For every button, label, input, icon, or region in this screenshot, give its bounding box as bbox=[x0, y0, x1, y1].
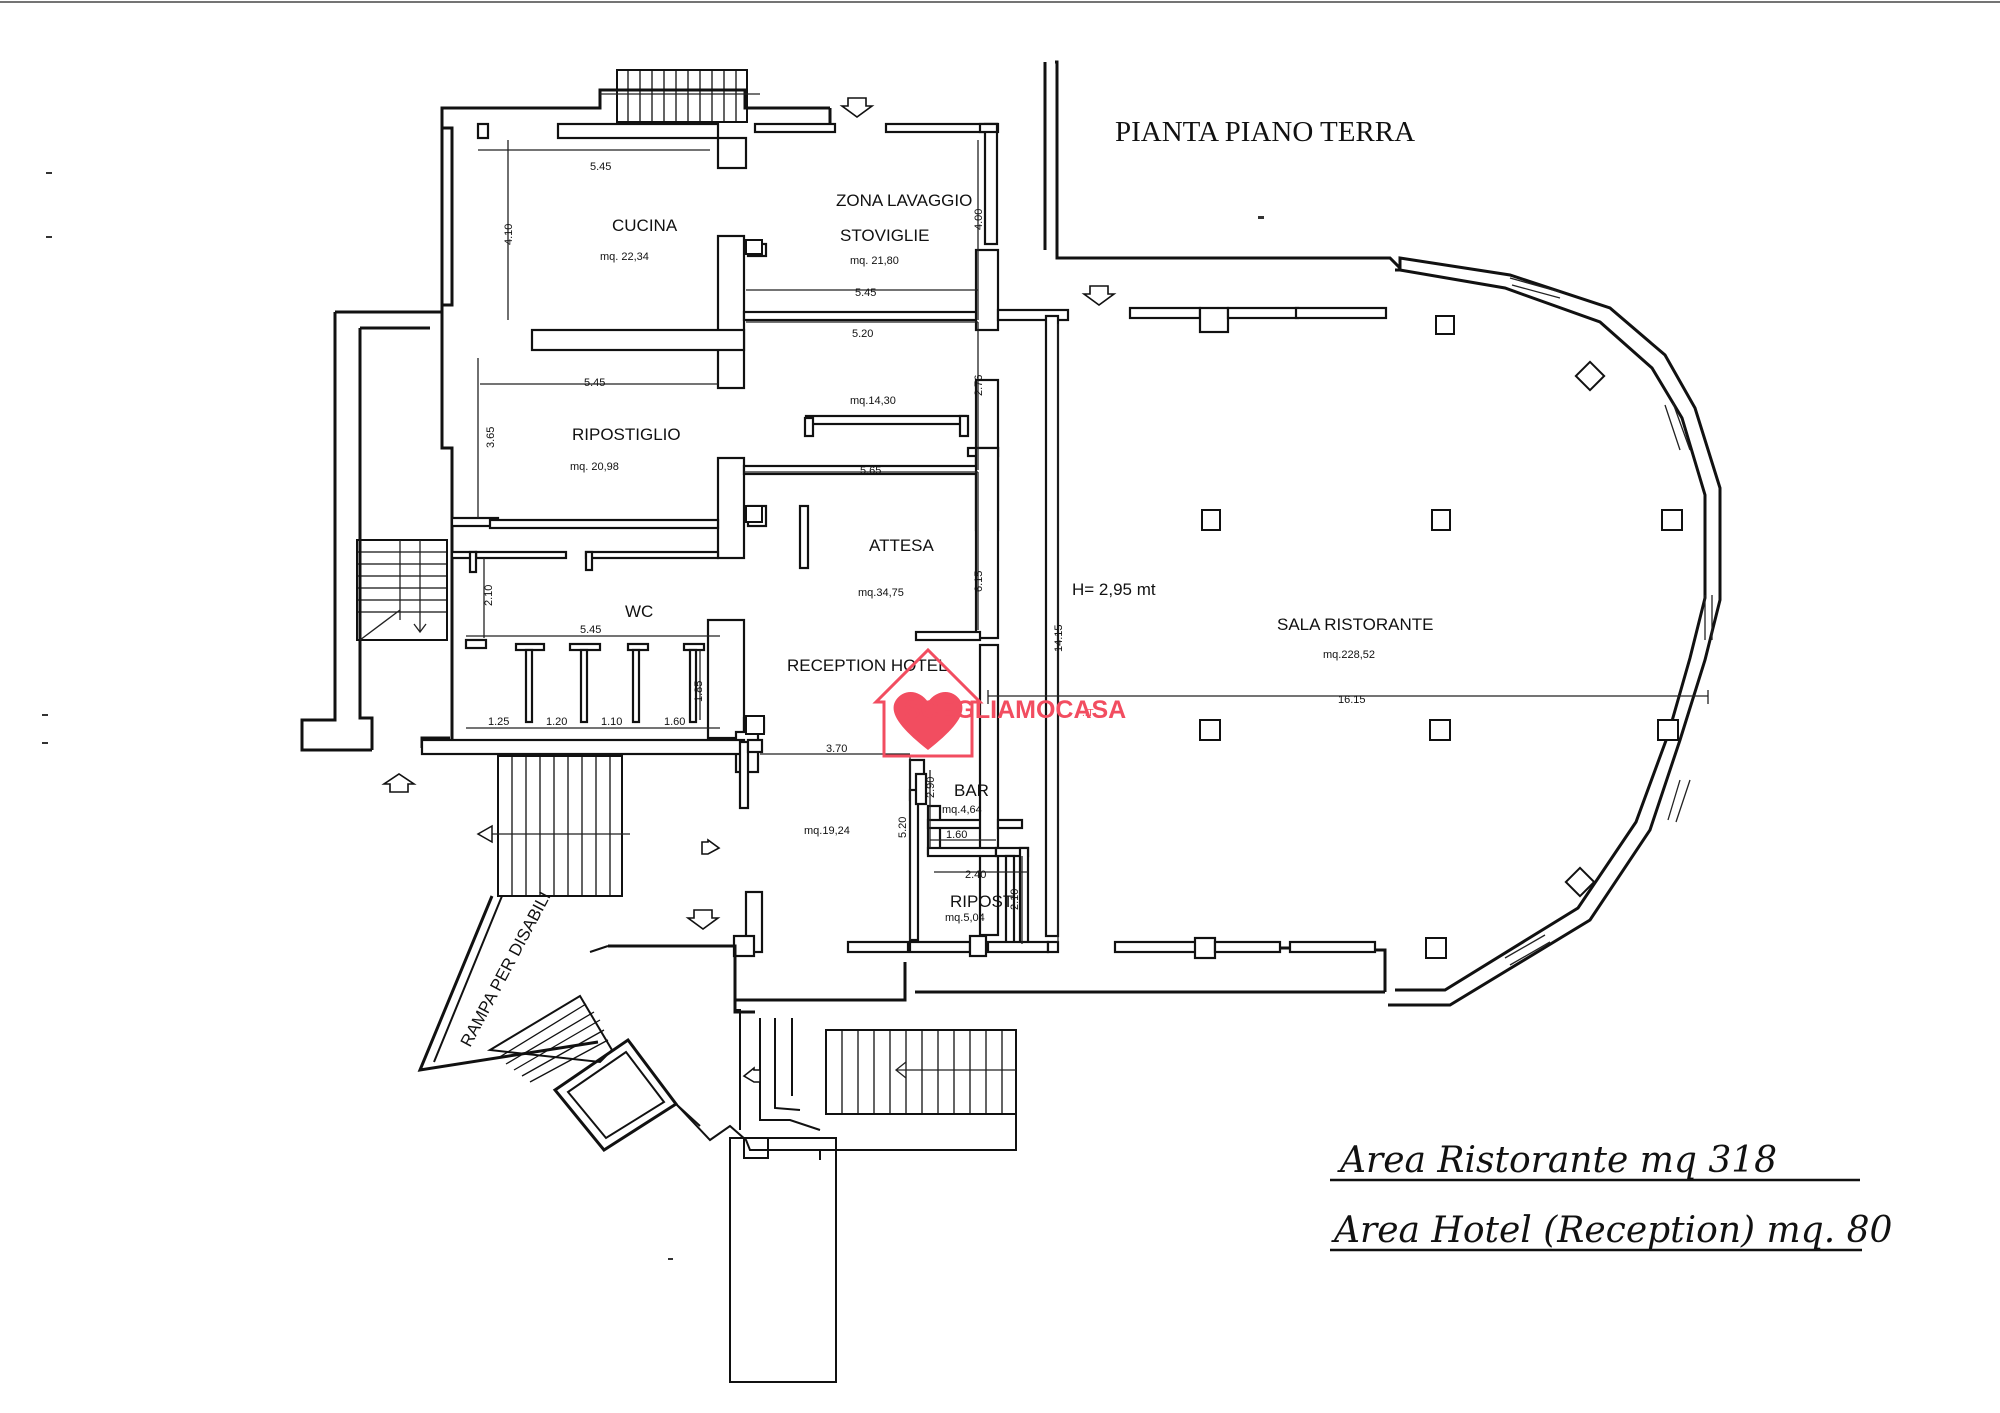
dim-reception-height: 5.20 bbox=[897, 817, 909, 838]
dim-wc-c2: 1.20 bbox=[546, 716, 567, 728]
left-stair bbox=[356, 539, 448, 641]
dim-wc-c4: 1.60 bbox=[664, 716, 685, 728]
disabled-ramp bbox=[417, 895, 1017, 1383]
dim-ripost-width: 2.40 bbox=[965, 869, 986, 881]
room-name-bar: BAR bbox=[954, 781, 989, 800]
room-area-reception: mq.19,24 bbox=[804, 825, 850, 837]
arrow-up-icon bbox=[381, 773, 417, 793]
dim-ripostiglio-height: 3.65 bbox=[485, 427, 497, 448]
room-name-lavaggio-2: STOVIGLIE bbox=[840, 226, 929, 245]
entrance-stair bbox=[476, 755, 630, 897]
handwritten-area-ristorante: Area Ristorante mq 318 bbox=[1337, 1140, 1777, 1181]
dim-lavaggio-height: 4.00 bbox=[973, 209, 985, 230]
dim-sala-width: 16.15 bbox=[1338, 694, 1366, 706]
dim-lavaggio-width: 5.45 bbox=[855, 287, 876, 299]
bottom-stair bbox=[825, 1029, 1017, 1115]
room-area-cucina: mq. 22,34 bbox=[600, 251, 649, 263]
dim-wc-cubicle-height: 1.85 bbox=[693, 681, 705, 702]
dim-wc-width: 5.45 bbox=[580, 624, 601, 636]
room-name-ripost: RIPOST. bbox=[950, 892, 1016, 911]
room-name-cucina: CUCINA bbox=[612, 216, 678, 235]
arrow-right-icon bbox=[701, 838, 721, 855]
dim-bar-height: 2.90 bbox=[925, 777, 937, 798]
top-stair bbox=[600, 69, 760, 123]
structural-columns bbox=[745, 239, 1683, 959]
room-name-wc: WC bbox=[625, 602, 653, 621]
plan-title: PIANTA PIANO TERRA bbox=[1115, 116, 1415, 148]
dim-ripost-height: 2.10 bbox=[1009, 889, 1021, 910]
room-area-corridoio: mq.14,30 bbox=[850, 395, 896, 407]
heart-icon bbox=[893, 691, 963, 750]
room-area-sala: mq.228,52 bbox=[1323, 649, 1375, 661]
room-name-attesa: ATTESA bbox=[869, 536, 935, 555]
room-name-sala: SALA RISTORANTE bbox=[1277, 615, 1434, 634]
watermark: SCEGLIAMOCASA .IT bbox=[872, 647, 1126, 758]
room-area-ripostiglio: mq. 20,98 bbox=[570, 461, 619, 473]
room-area-bar: mq.4,64 bbox=[942, 804, 982, 816]
room-area-ripost: mq.5,04 bbox=[945, 912, 985, 924]
dim-attesa-height: 6.15 bbox=[973, 571, 985, 592]
arrow-down-icon bbox=[685, 909, 721, 930]
scan-specks bbox=[42, 172, 1264, 1260]
dim-wc-c3: 1.10 bbox=[601, 716, 622, 728]
plan-labels: PIANTA PIANO TERRA CUCINA mq. 22,34 ZONA… bbox=[570, 116, 1434, 924]
watermark-text: SCEGLIAMOCASA bbox=[904, 696, 1126, 724]
handwritten-area-hotel: Area Hotel (Reception) mq. 80 bbox=[1331, 1210, 1892, 1251]
dim-corridoio-height: 2.76 bbox=[973, 375, 985, 396]
height-note: H= 2,95 mt bbox=[1072, 580, 1156, 599]
room-name-ripostiglio: RIPOSTIGLIO bbox=[572, 425, 681, 444]
dim-attesa-width: 5.65 bbox=[860, 465, 881, 477]
handwritten-totals: Area Ristorante mq 318 Area Hotel (Recep… bbox=[1330, 1140, 1892, 1252]
dim-reception-width: 3.70 bbox=[826, 743, 847, 755]
dim-wc-height: 2.10 bbox=[483, 585, 495, 606]
dimension-labels: 5.45 4.10 4.00 5.45 5.20 2.76 5.45 3.65 … bbox=[483, 161, 1366, 910]
dim-cucina-height: 4.10 bbox=[503, 224, 515, 245]
entry-arrows bbox=[381, 97, 1117, 1083]
arrow-down-icon bbox=[1081, 285, 1117, 306]
window-bands bbox=[1504, 277, 1713, 966]
room-name-lavaggio-1: ZONA LAVAGGIO bbox=[836, 191, 972, 210]
arrow-left-icon bbox=[742, 1066, 761, 1083]
dim-sala-height: 14.15 bbox=[1053, 624, 1065, 652]
room-area-attesa: mq.34,75 bbox=[858, 587, 904, 599]
interior-walls bbox=[420, 122, 1388, 960]
room-area-lavaggio: mq. 21,80 bbox=[850, 255, 899, 267]
dim-bar-width: 1.60 bbox=[946, 829, 967, 841]
dim-ripostiglio-width: 5.45 bbox=[584, 377, 605, 389]
dim-cucina-width: 5.45 bbox=[590, 161, 611, 173]
dim-corridoio-width: 5.20 bbox=[852, 328, 873, 340]
room-name-reception: RECEPTION HOTEL bbox=[787, 656, 948, 675]
house-outline-icon bbox=[872, 647, 984, 758]
watermark-suffix: .IT bbox=[1082, 708, 1094, 719]
dim-wc-c1: 1.25 bbox=[488, 716, 509, 728]
arrow-down-icon bbox=[839, 97, 875, 118]
dimension-lines bbox=[466, 140, 1709, 944]
